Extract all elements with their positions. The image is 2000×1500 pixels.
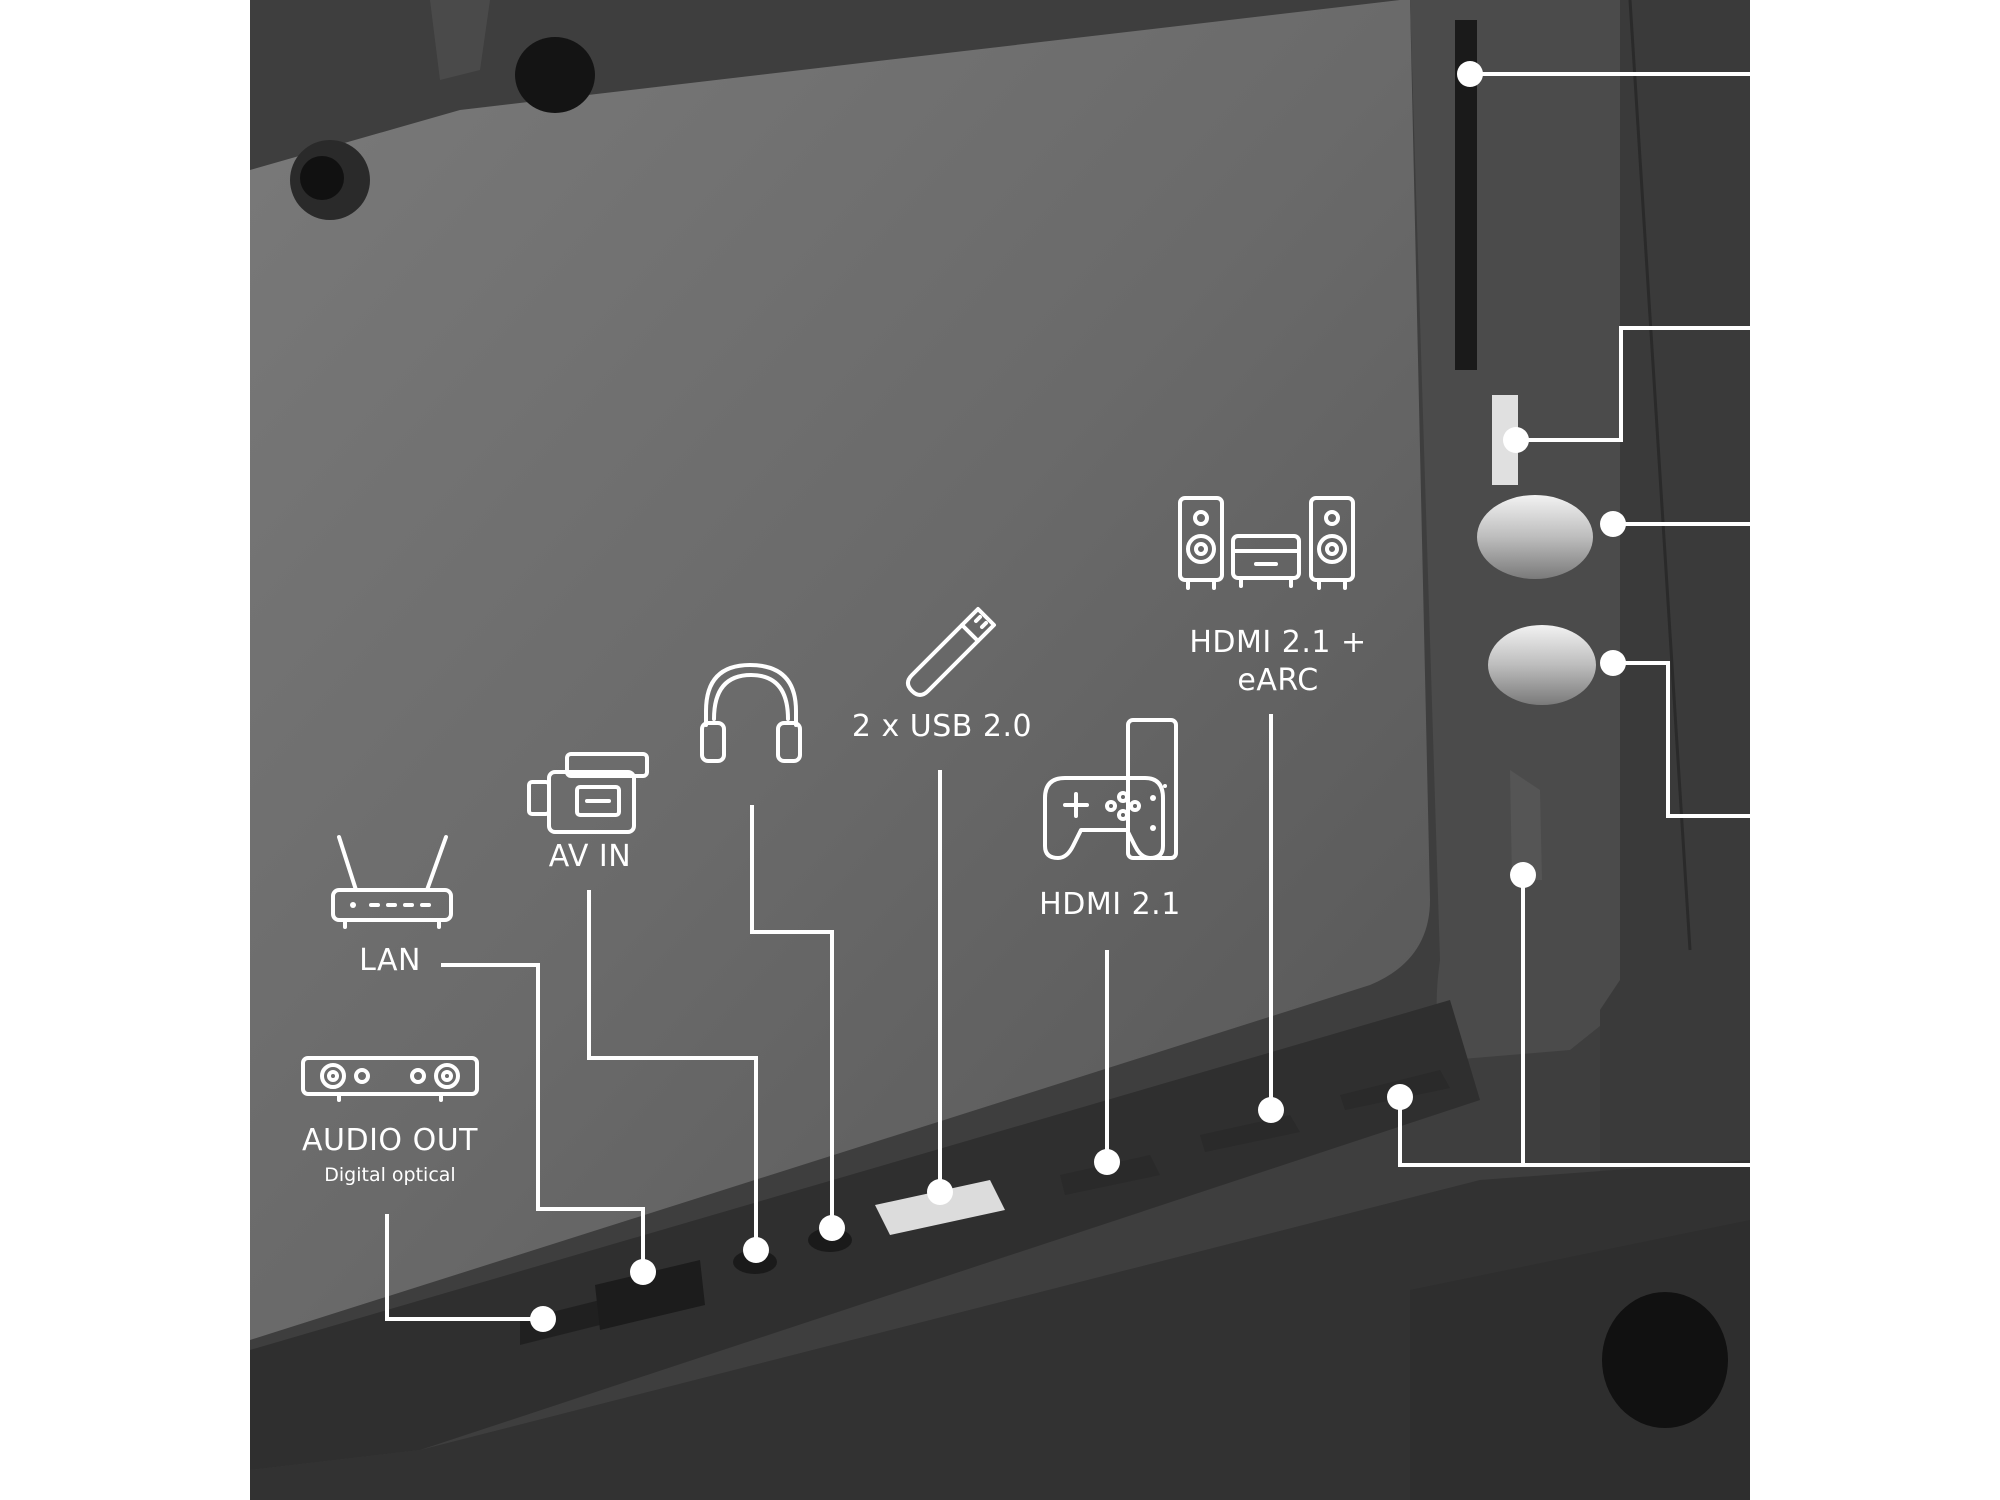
router-icon: [331, 835, 453, 929]
headphones-icon: [700, 663, 802, 763]
coax-connector: [1477, 495, 1593, 579]
dot-lan: [630, 1259, 656, 1285]
dot-hdmi-earc: [1258, 1097, 1284, 1123]
stand-block: [1410, 1220, 1750, 1500]
dot-headphones: [819, 1215, 845, 1241]
mount-hole-1: [515, 37, 595, 113]
dot-coax: [1600, 511, 1626, 537]
port-optical: [520, 1300, 600, 1345]
side-hdmi-port: [1510, 770, 1542, 880]
right-margin: [1750, 0, 2000, 1500]
dot-usb: [927, 1179, 953, 1205]
label-audio-out-sub: Digital optical: [324, 1164, 455, 1186]
label-audio-out: AUDIO OUT: [302, 1123, 478, 1158]
side-frame-edge: [1600, 0, 1750, 1500]
dot-side-usb: [1503, 427, 1529, 453]
callout-line-sat: [1611, 661, 1752, 818]
callout-line-side-usb: [1514, 326, 1752, 442]
label-hdmi-earc-line1: HDMI 2.1 +: [1189, 625, 1366, 660]
label-hdmi-earc-line2: eARC: [1237, 663, 1318, 698]
sat-connector: [1488, 625, 1596, 705]
side-frame-line: [1628, 0, 1692, 951]
label-av-in: AV IN: [549, 839, 631, 874]
camcorder-icon: [527, 752, 649, 834]
label-usb: 2 x USB 2.0: [852, 709, 1032, 744]
dot-hdmi: [1094, 1149, 1120, 1175]
tv-rear-photo: [250, 0, 1750, 1500]
bottom-ledge: [250, 1000, 1480, 1470]
callout-line-headphones: [750, 805, 834, 1230]
callout-line-hdmi-side: [1398, 1095, 1752, 1167]
dot-sat: [1600, 650, 1626, 676]
callout-line-av-in: [587, 890, 758, 1252]
label-lan: LAN: [359, 943, 421, 978]
game-console-icon: [1043, 718, 1178, 860]
usb-stick-icon: [906, 607, 996, 697]
top-strip: [430, 0, 490, 80]
dot-av-in: [743, 1237, 769, 1263]
side-slot: [1455, 20, 1477, 370]
dot-hdmi-side: [1387, 1084, 1413, 1110]
bottom-base: [250, 1160, 1750, 1500]
dot-hdmi-side-2: [1510, 862, 1536, 888]
port-hdmi-2: [1200, 1115, 1300, 1152]
soundbar-icon: [301, 1056, 479, 1102]
port-usb: [875, 1180, 1005, 1235]
stand-hole: [1602, 1292, 1728, 1428]
home-theater-icon: [1178, 496, 1355, 590]
dot-audio-out: [530, 1306, 556, 1332]
port-lan: [595, 1260, 705, 1330]
callout-line-audio-out: [385, 1214, 545, 1321]
label-hdmi: HDMI 2.1: [1039, 887, 1181, 922]
callout-lines: [385, 72, 1752, 1321]
callout-line-lan: [441, 963, 645, 1272]
left-margin: [0, 0, 250, 1500]
port-hdmi-1: [1060, 1155, 1160, 1195]
back-panel: [250, 0, 1430, 1340]
callout-dots: [530, 61, 1626, 1332]
mount-hole-2-inner: [300, 156, 344, 200]
dot-side-slot: [1457, 61, 1483, 87]
